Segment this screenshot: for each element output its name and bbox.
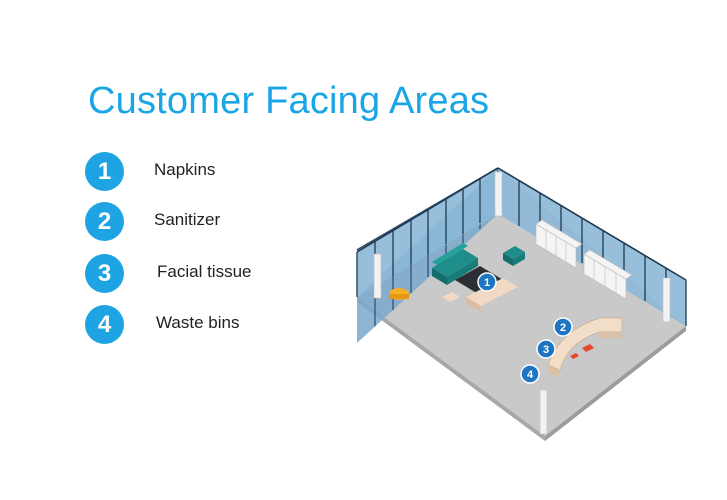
- glass-wall-back-top-rail: [497, 167, 687, 281]
- marker-2-label: 2: [560, 322, 566, 334]
- pillar: [373, 253, 382, 299]
- pillar: [539, 389, 548, 435]
- page-title: Customer Facing Areas: [88, 80, 490, 122]
- legend-number-badge: 2: [85, 202, 124, 241]
- beige-chair: [442, 292, 460, 302]
- glass-wall-back: [498, 168, 686, 326]
- legend-number-badge: 3: [85, 254, 124, 293]
- legend-number-badge: 4: [85, 305, 124, 344]
- pillar: [494, 171, 503, 217]
- teal-sofa: [432, 243, 478, 285]
- beige-sofa: [466, 278, 518, 312]
- marker-3-label: 3: [543, 344, 549, 356]
- pillar: [662, 277, 671, 323]
- teal-armchair: [503, 246, 525, 266]
- red-item: [582, 344, 594, 352]
- legend-label: Facial tissue: [157, 262, 252, 281]
- marker-2: 2: [553, 317, 573, 337]
- legend-label: Napkins: [154, 160, 216, 179]
- glass-wall-left-top-rail-2: [356, 167, 499, 253]
- yellow-table-base: [389, 294, 409, 299]
- marker-4-label: 4: [527, 369, 534, 381]
- shelving-dividers: [545, 230, 617, 293]
- floor-slab-edge-front: [357, 297, 545, 441]
- reception-counter: [547, 317, 623, 378]
- red-item: [570, 353, 579, 359]
- legend-label: Sanitizer: [154, 210, 221, 229]
- legend-label: Waste bins: [156, 313, 240, 332]
- marker-3: 3: [536, 339, 556, 359]
- floor-slab-edge-right: [545, 326, 686, 441]
- marker-4: 4: [520, 364, 540, 384]
- legend-number-badge: 1: [85, 152, 124, 191]
- marker-1: 1: [477, 272, 497, 292]
- marker-1-label: 1: [484, 277, 490, 289]
